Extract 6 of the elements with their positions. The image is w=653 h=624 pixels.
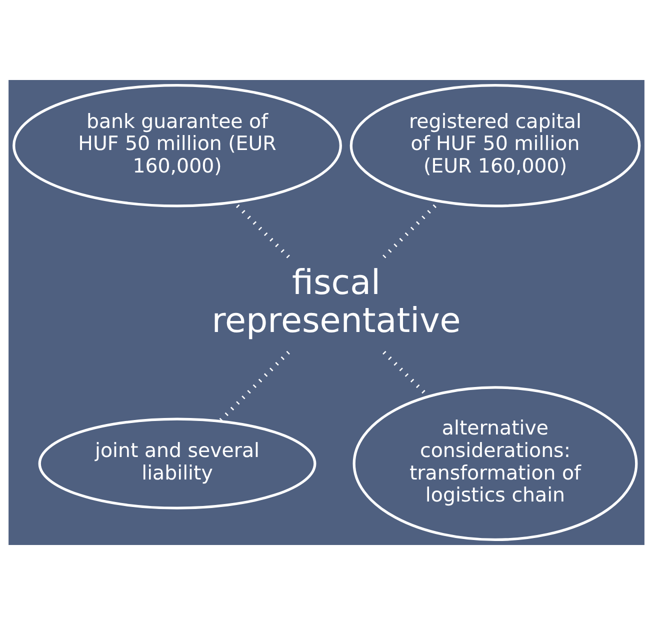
node-ellipse: joint and several liability	[38, 417, 316, 509]
node-ellipse: bank guarantee of HUF 50 million (EUR 160,000)	[12, 84, 342, 207]
node-ellipse: registered capital of HUF 50 million (EUR 160,000)	[350, 84, 641, 207]
node-text: fiscal representative	[212, 262, 461, 340]
connector	[218, 350, 290, 422]
node-ellipse: alternative considerations: transformation of logistics chain	[352, 386, 638, 541]
